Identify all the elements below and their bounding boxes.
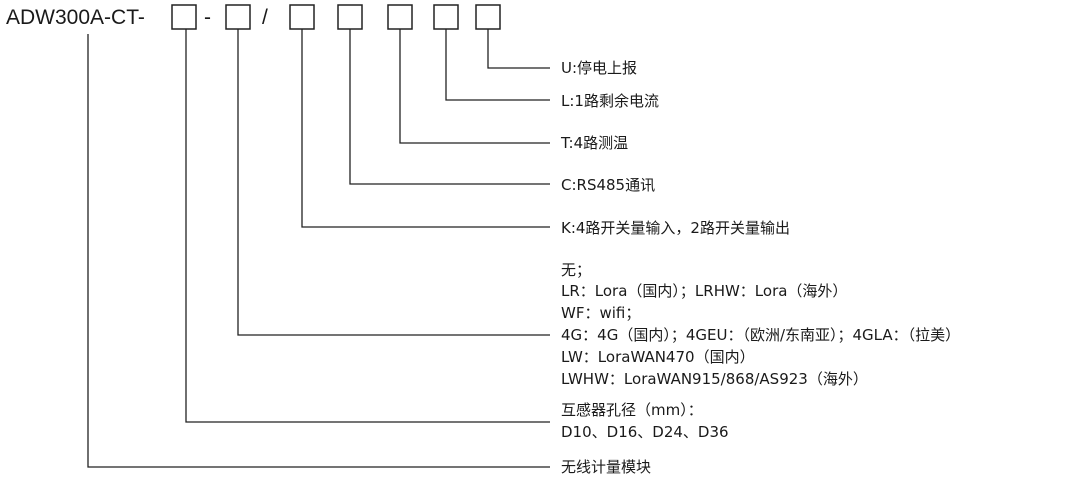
connector-l bbox=[445, 29, 550, 101]
option-k-slot bbox=[289, 4, 315, 30]
label-base: 无线计量模块 bbox=[561, 458, 651, 476]
separator-dash: - bbox=[204, 6, 211, 29]
label-u: U:停电上报 bbox=[561, 59, 637, 77]
label-l: L:1路剩余电流 bbox=[561, 92, 659, 110]
option-u-slot bbox=[475, 4, 501, 30]
connector-c bbox=[349, 29, 550, 185]
label-k: K:4路开关量输入，2路开关量输出 bbox=[561, 219, 790, 237]
model-prefix: ADW300A-CT- bbox=[6, 6, 145, 29]
ct-line-2: D10、D16、D24、D36 bbox=[561, 423, 729, 441]
label-c: C:RS485通讯 bbox=[561, 176, 655, 194]
comm-line-6: LWHW：LoraWAN915/868/AS923（海外） bbox=[561, 370, 868, 388]
connector-base bbox=[87, 34, 550, 468]
comm-line-2: LR：Lora（国内）；LRHW：Lora（海外） bbox=[561, 282, 847, 300]
option-t-slot bbox=[387, 4, 413, 30]
connector-t bbox=[399, 29, 550, 144]
connector-u bbox=[487, 29, 550, 69]
comm-line-4: 4G：4G（国内）；4GEU：（欧洲/东南亚）；4GLA：（拉美） bbox=[561, 326, 960, 344]
comm-line-1: 无； bbox=[561, 261, 591, 279]
comm-line-3: WF：wifi； bbox=[561, 304, 640, 322]
option-c-slot bbox=[337, 4, 363, 30]
comm-line-5: LW：LoraWAN470（国内） bbox=[561, 348, 755, 366]
connector-comm bbox=[237, 29, 550, 336]
comm-slot bbox=[225, 4, 251, 30]
option-l-slot bbox=[433, 4, 459, 30]
ct-size-slot bbox=[171, 4, 197, 30]
ct-line-1: 互感器孔径（mm）： bbox=[561, 401, 703, 419]
separator-slash: / bbox=[262, 6, 268, 29]
connector-k bbox=[301, 29, 550, 228]
connector-ct bbox=[185, 29, 550, 423]
label-t: T:4路测温 bbox=[560, 134, 628, 152]
